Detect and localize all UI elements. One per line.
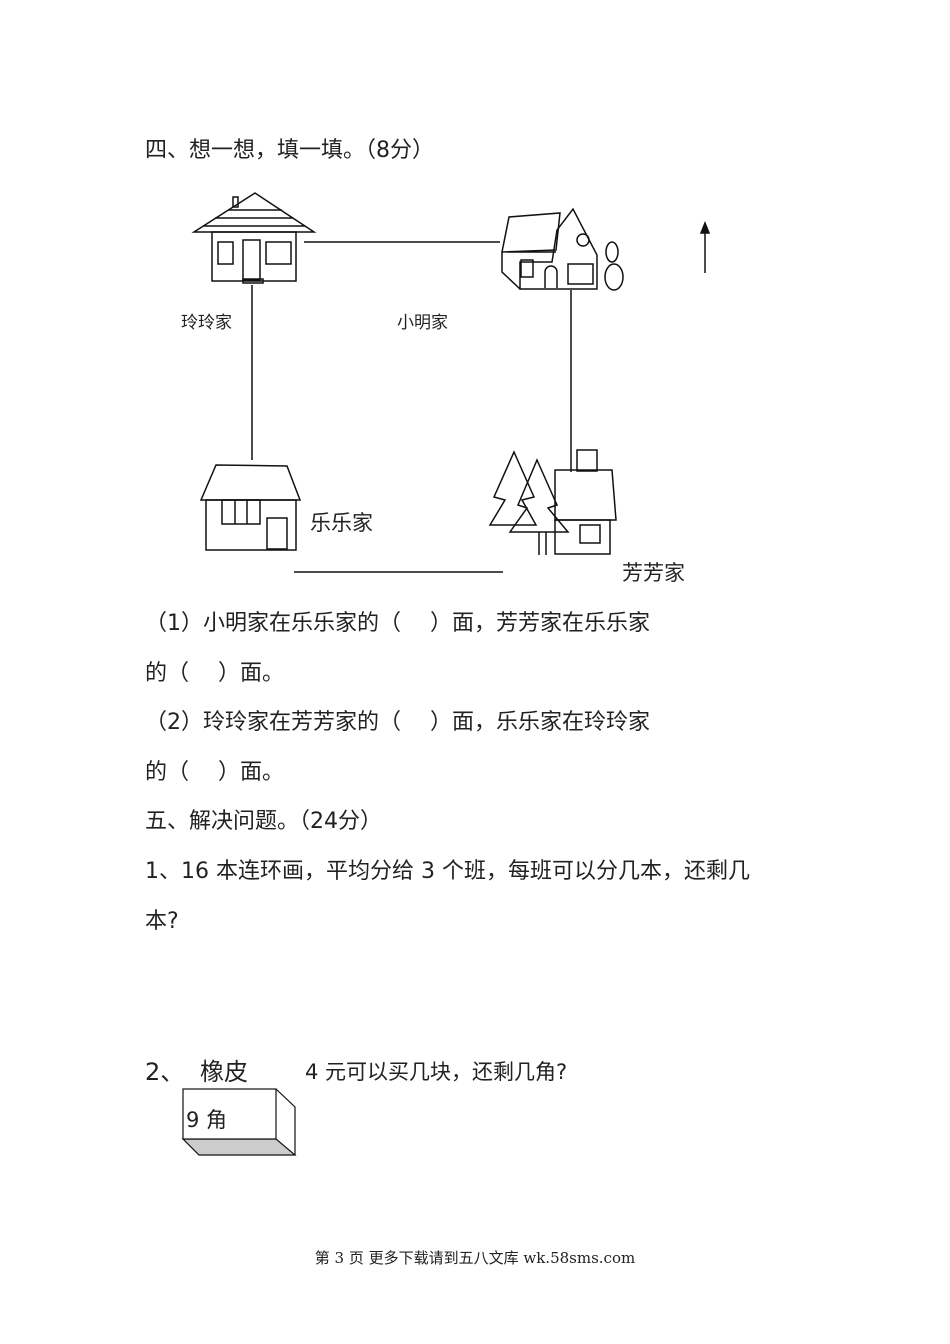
eraser-price: 9 角 (186, 1108, 228, 1132)
direction-map (191, 192, 711, 573)
q1-line1: （1）小明家在乐乐家的（ ）面，芳芳家在乐乐家 (145, 611, 650, 636)
problem1-line1: 1、16 本连环画，平均分给 3 个班，每班可以分几本，还剩几 (145, 859, 750, 884)
problem2-item: 橡皮 (200, 1058, 248, 1086)
lingling-house-icon (191, 192, 317, 284)
eraser-box-icon (181, 1088, 297, 1156)
xiaoming-house-icon (501, 207, 624, 291)
fangfang-house-icon (488, 449, 617, 555)
label-lele: 乐乐家 (310, 511, 373, 535)
page-footer: 第 3 页 更多下载请到五八文库 wk.58sms.com (314, 1249, 636, 1267)
label-xiaoming: 小明家 (397, 313, 448, 333)
problem2-number: 2、 (145, 1058, 185, 1086)
section5-title: 五、解决问题。（24分） (145, 809, 382, 834)
lele-house-icon (199, 464, 302, 551)
label-lingling: 玲玲家 (181, 313, 232, 333)
q2-line1: （2）玲玲家在芳芳家的（ ）面，乐乐家在玲玲家 (145, 710, 650, 735)
label-fangfang: 芳芳家 (622, 561, 685, 585)
section4-title: 四、想一想，填一填。（8分） (145, 138, 434, 163)
q1-line2: 的（ ）面。 (145, 661, 284, 686)
q2-line2: 的（ ）面。 (145, 760, 284, 785)
problem2-question: 4 元可以买几块，还剩几角? (305, 1060, 568, 1084)
north-arrow-icon (699, 220, 711, 273)
problem1-line2: 本? (145, 909, 179, 934)
